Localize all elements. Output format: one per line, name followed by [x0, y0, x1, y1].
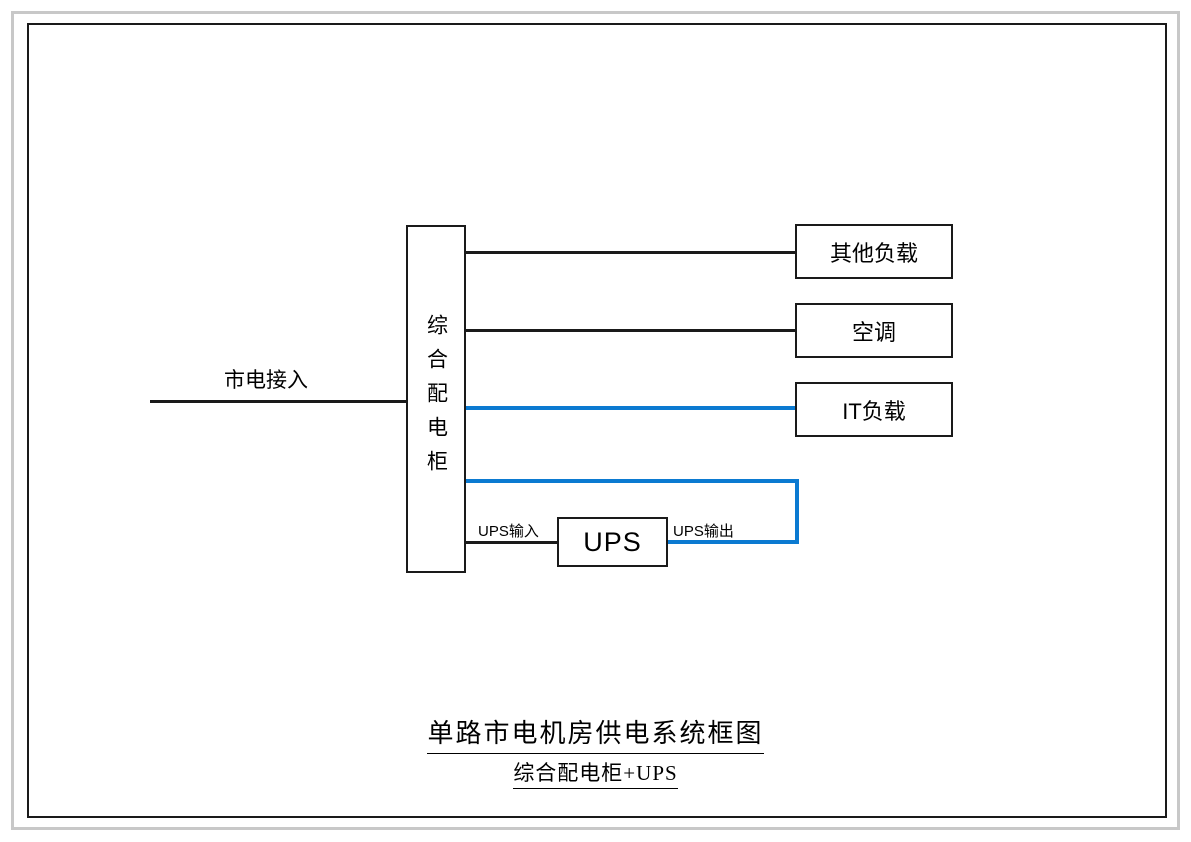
load-box-hvac[interactable]: 空调	[795, 303, 953, 358]
caption-line1-wrap: 单路市电机房供电系统框图	[0, 718, 1191, 754]
load-box-it[interactable]: IT负载	[795, 382, 953, 437]
load-label-it: IT负载	[842, 398, 906, 424]
diagram-caption: 单路市电机房供电系统框图 综合配电柜+UPS	[0, 718, 1191, 789]
load-box-other[interactable]: 其他负载	[795, 224, 953, 279]
caption-subtitle: 综合配电柜+UPS	[513, 760, 678, 789]
distribution-cabinet-label: 综合配电柜	[424, 314, 448, 484]
wire-ups-output-horizontal	[666, 540, 799, 544]
mains-input-label: 市电接入	[224, 369, 308, 392]
wire-mains-input	[150, 400, 408, 403]
caption-line2-wrap: 综合配电柜+UPS	[0, 760, 1191, 789]
wire-to-hvac-load	[466, 329, 796, 332]
load-label-other: 其他负载	[829, 240, 918, 266]
page-outer-frame	[11, 11, 1180, 830]
load-label-hvac: 空调	[851, 319, 896, 345]
ups-label: UPS	[583, 526, 642, 557]
caption-title: 单路市电机房供电系统框图	[427, 718, 764, 754]
ups-input-label: UPS输入	[478, 523, 539, 540]
distribution-cabinet-box[interactable]: 综合配电柜	[406, 225, 466, 573]
wire-to-it-load	[466, 406, 797, 410]
wire-to-other-load	[466, 251, 796, 254]
wire-ups-feed-return	[466, 479, 799, 483]
wire-ups-output-riser	[795, 479, 799, 544]
ups-box[interactable]: UPS	[557, 517, 668, 567]
diagram-border	[27, 23, 1167, 818]
wire-ups-input	[466, 541, 559, 544]
ups-output-label: UPS输出	[673, 523, 734, 540]
